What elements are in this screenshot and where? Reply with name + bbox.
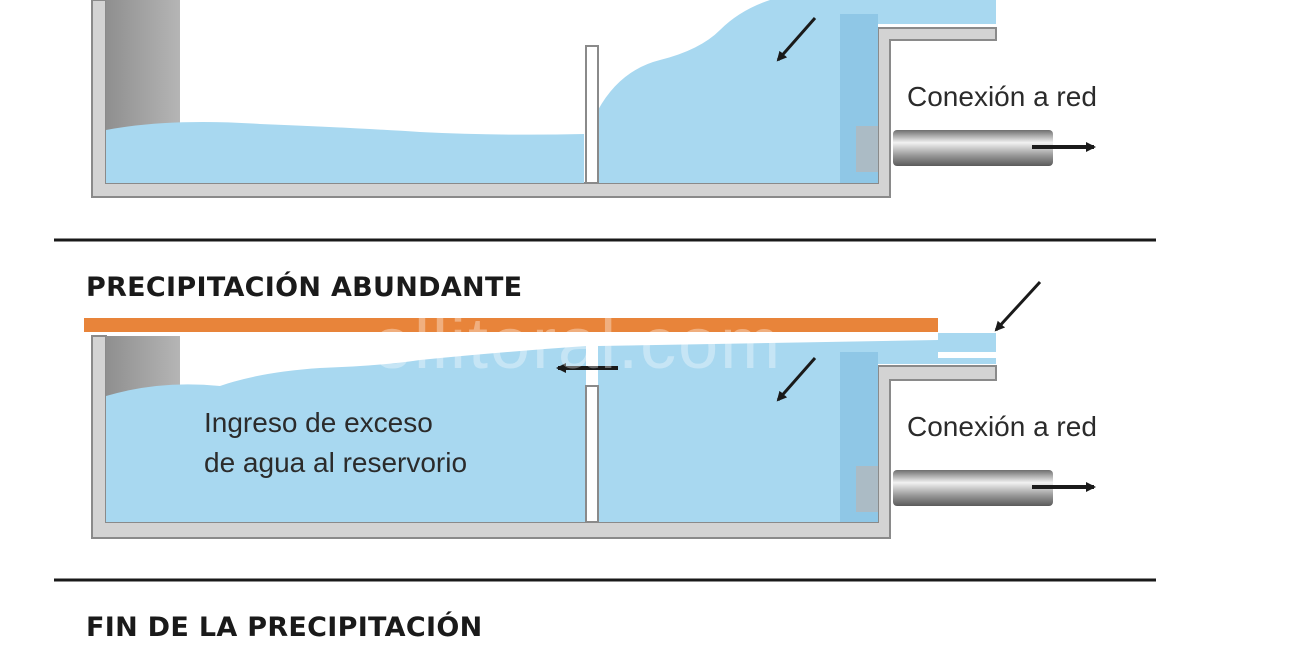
tank-2-water-right	[598, 340, 996, 522]
tank-2-divider	[585, 385, 599, 523]
section-3: FIN DE LA PRECIPITACIÓN	[86, 611, 483, 643]
watermark: ellitoral.com	[372, 304, 782, 384]
connection-label-1: Conexión a red	[907, 81, 1097, 112]
overflow-label-line-2: de agua al reservorio	[204, 447, 467, 478]
pipe-2	[893, 470, 1053, 506]
tank-1-water-left	[106, 122, 584, 183]
inflow-arrow-2a	[994, 280, 1042, 332]
inflow-arrow-1	[776, 17, 817, 62]
section-1: Conexión a red	[91, 0, 1097, 198]
inflow-arrow-2b	[776, 357, 817, 402]
pipe-1	[893, 130, 1053, 166]
tank-1-water-right	[598, 0, 996, 183]
connection-label-2: Conexión a red	[907, 411, 1097, 442]
overflow-label-line-1: Ingreso de exceso	[204, 407, 433, 438]
section-2: PRECIPITACIÓN ABUNDANTE Ingreso de exces…	[84, 271, 1097, 539]
roof-2	[84, 318, 938, 332]
section-title-end-of-rain: FIN DE LA PRECIPITACIÓN	[86, 611, 483, 643]
section-title-heavy-rain: PRECIPITACIÓN ABUNDANTE	[86, 271, 522, 303]
tank-1-back-wall	[106, 0, 180, 130]
tank-1-divider	[585, 45, 599, 184]
tank-2-water-left	[106, 346, 586, 522]
